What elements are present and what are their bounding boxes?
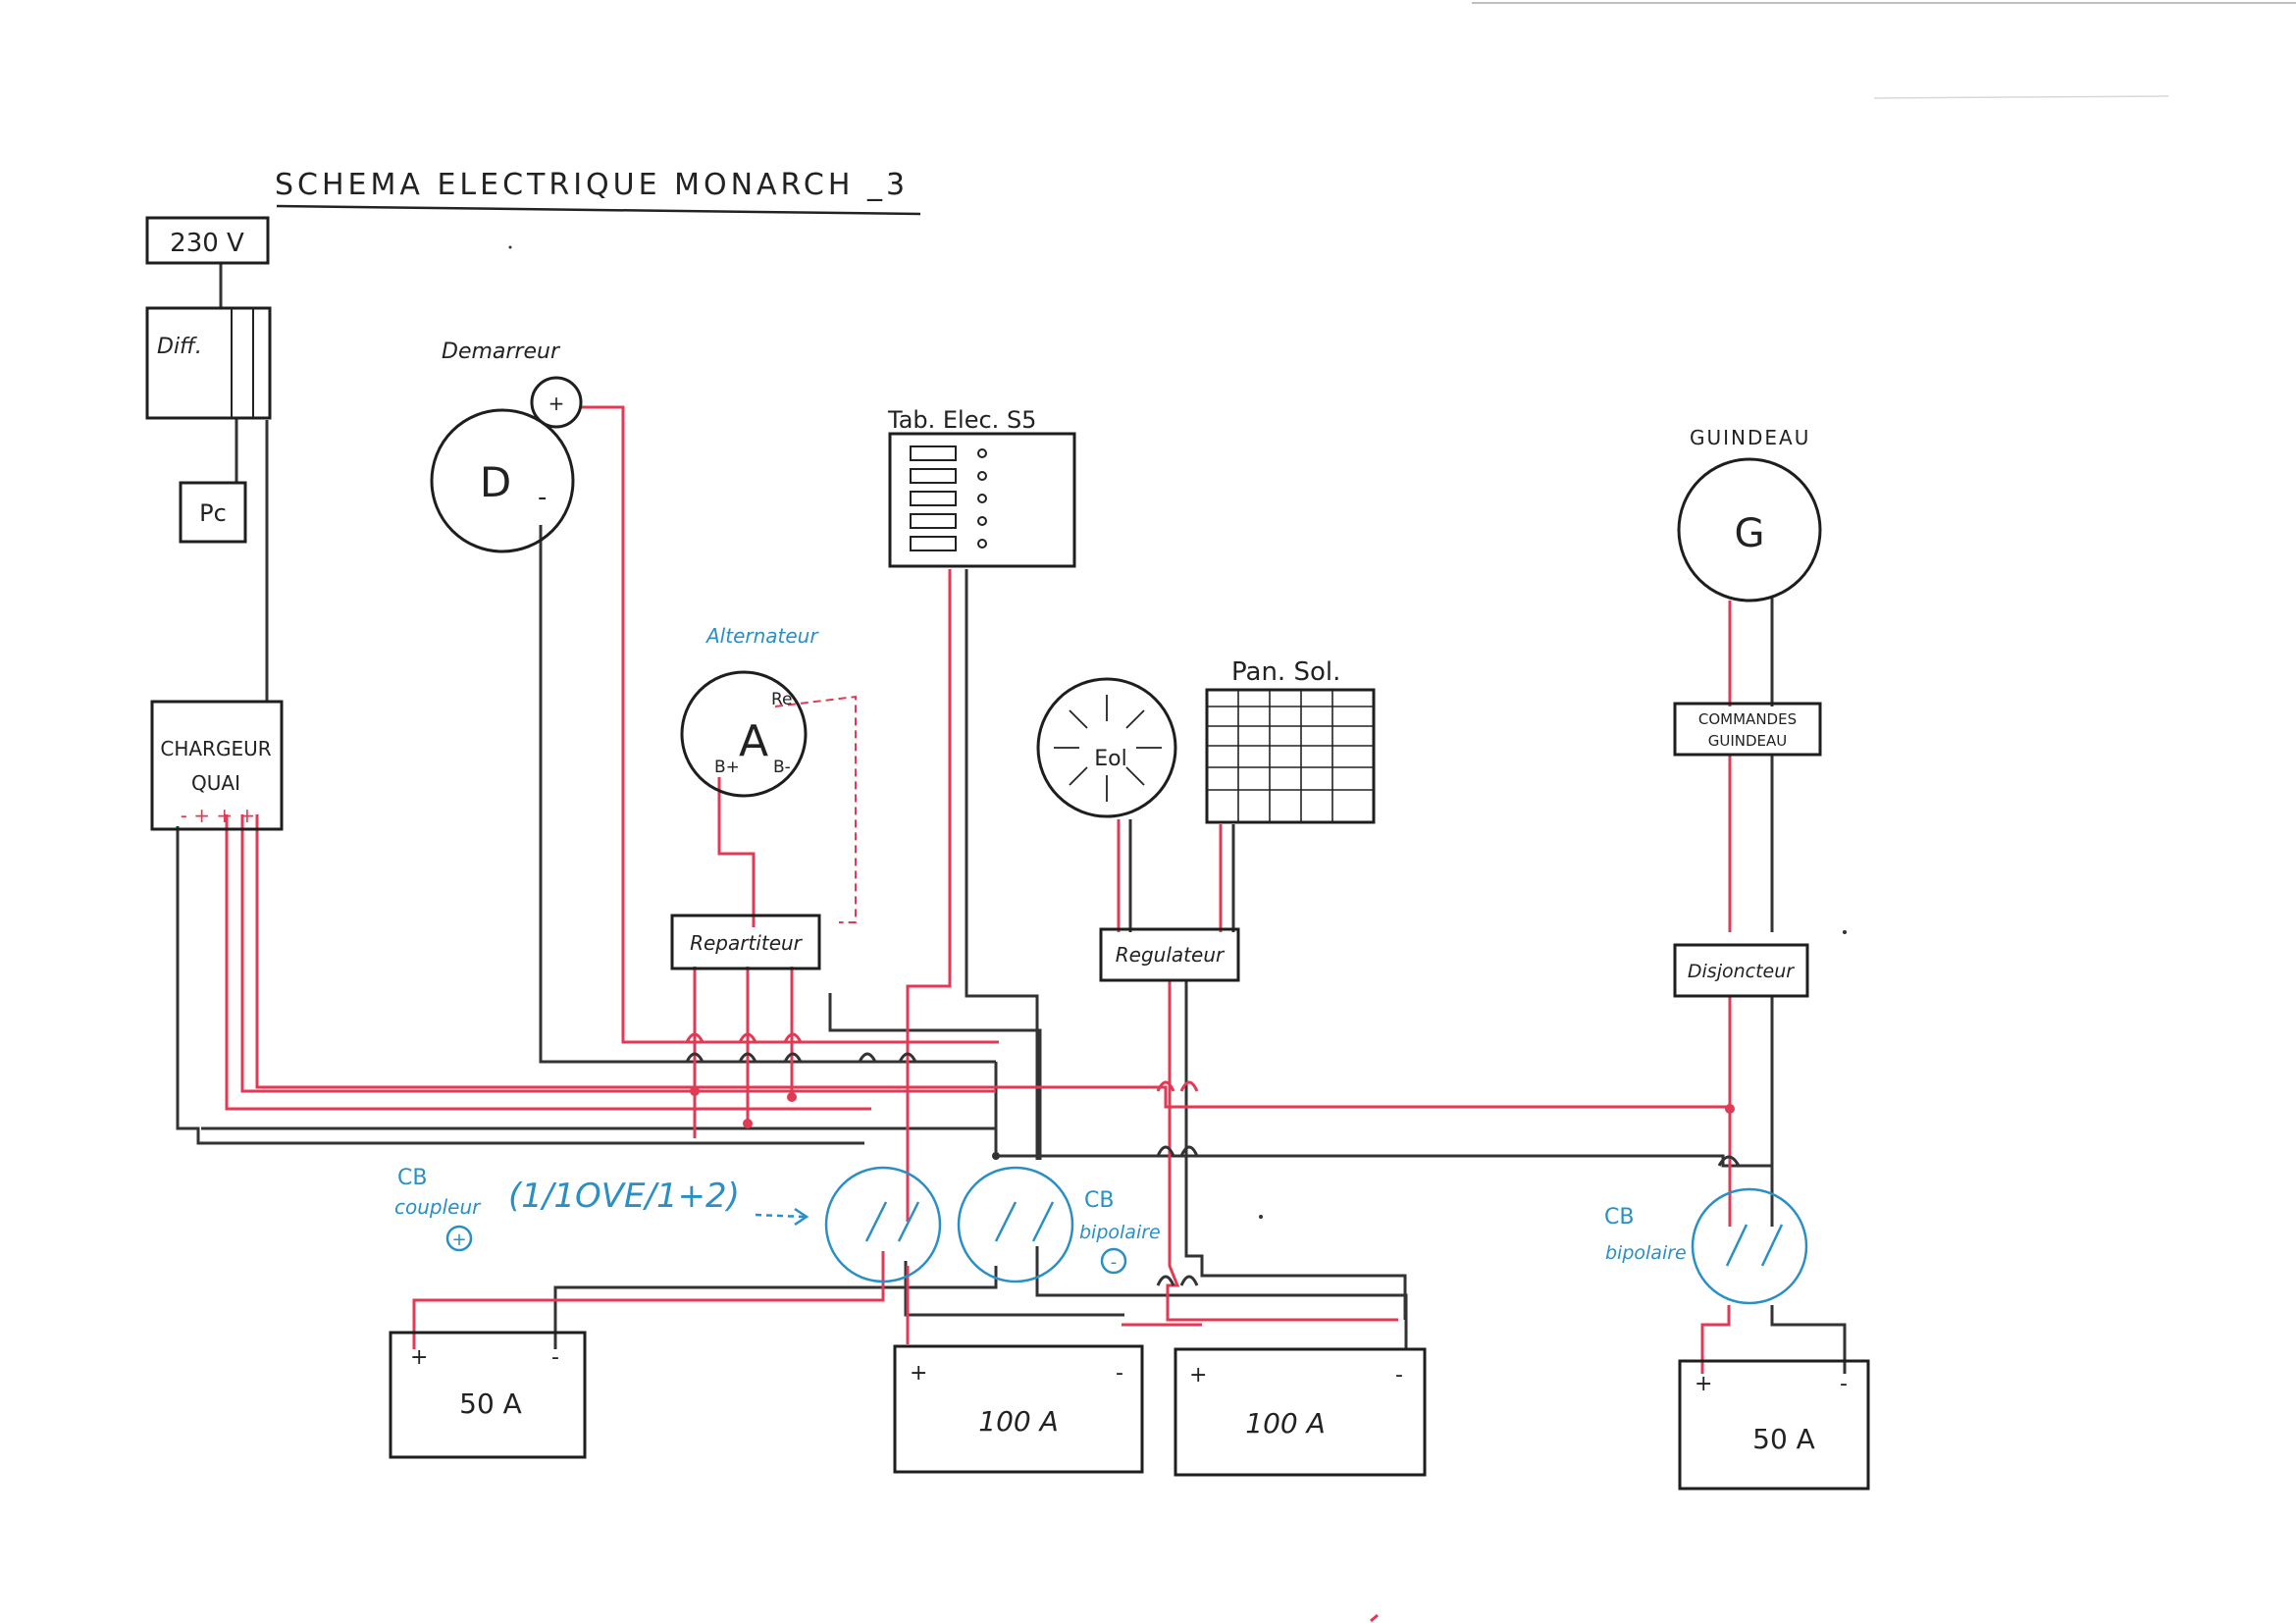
svg-text:+: + [1695,1372,1712,1396]
battery-100a-2: + - 100 A [1174,1347,1427,1477]
svg-text:Disjoncteur: Disjoncteur [1688,961,1795,982]
svg-text:B-: B- [773,758,791,777]
svg-text:-: - [1840,1372,1848,1396]
svg-text:+: + [451,1230,466,1250]
svg-text:+: + [1189,1363,1207,1387]
svg-text:100 A: 100 A [978,1405,1059,1438]
breaker-bipolar-right: CB bipolaire [1604,1187,1808,1305]
diagram-title: SCHEMA ELECTRIQUE MONARCH _3 [275,168,921,216]
panel-switches [910,445,987,551]
alternator: Alternateur A B+ B- Re [680,624,819,798]
starter-motor: Demarreur D + - [430,340,583,553]
svg-text:-: - [538,483,547,512]
svg-text:Tab. Elec. S5: Tab. Elec. S5 [887,406,1036,434]
svg-text:Alternateur: Alternateur [704,624,819,648]
svg-text:Repartiteur: Repartiteur [690,931,804,955]
wire-junctions [690,1086,1735,1160]
svg-text:G: G [1735,511,1765,556]
mains-230v: 230 V [145,216,270,265]
svg-text:+: + [910,1361,927,1386]
wind-turbine: Eol [1036,677,1177,818]
svg-text:-: - [551,1345,559,1370]
solar-panel: Pan. Sol. [1205,657,1376,824]
turbine-rays [1054,695,1162,802]
svg-text:bipolaire: bipolaire [1605,1242,1687,1264]
svg-text:Pc: Pc [199,499,227,527]
svg-text:-: - [1395,1363,1403,1387]
wires-negative [176,263,1847,1374]
svg-text:230 V: 230 V [170,229,244,258]
title-text: SCHEMA ELECTRIQUE MONARCH _3 [275,168,909,202]
power-socket-pc: Pc [179,481,247,544]
svg-text:B+: B+ [714,758,740,777]
splitter-repartiteur: Repartiteur [670,914,821,970]
svg-text:100 A: 100 A [1245,1407,1326,1440]
svg-text:- + + +: - + + + [181,804,256,827]
svg-text:D: D [480,458,511,506]
svg-text:CB: CB [397,1166,427,1190]
shore-charger: CHARGEUR QUAI - + + + [150,700,284,831]
windlass: GUINDEAU G [1677,426,1822,602]
svg-text:+: + [548,392,565,415]
svg-text:GUINDEAU: GUINDEAU [1708,732,1788,750]
breaker-coupler: CB coupleur + (1/1OVE/1+2) [394,1166,942,1283]
svg-text:CB: CB [1604,1205,1634,1230]
svg-text:A: A [739,716,768,766]
svg-text:50 A: 50 A [459,1387,522,1420]
svg-text:-: - [1111,1252,1118,1273]
breaker-bipolar-center: CB bipolaire - [957,1166,1161,1283]
svg-text:QUAI: QUAI [191,771,240,795]
battery-100a-1: + - 100 A [893,1344,1144,1474]
svg-text:Pan. Sol.: Pan. Sol. [1231,657,1340,687]
svg-text:GUINDEAU: GUINDEAU [1690,426,1810,449]
svg-text:+: + [410,1345,428,1370]
differential-breaker: Diff. [145,306,272,420]
svg-text:Diff.: Diff. [157,335,202,359]
windlass-controls: COMMANDES GUINDEAU [1673,702,1822,757]
charge-regulator: Regulateur [1099,927,1240,982]
battery-50a-right: + - 50 A [1678,1359,1870,1491]
svg-text:CB: CB [1084,1188,1114,1213]
electrical-panel: Tab. Elec. S5 [887,406,1076,568]
solar-cells-grid [1207,690,1374,822]
svg-text:Regulateur: Regulateur [1116,943,1226,967]
battery-50a-left: + - 50 A [389,1331,587,1459]
svg-text:50 A: 50 A [1752,1423,1815,1455]
svg-text:Re: Re [771,690,793,709]
svg-text:-: - [1116,1361,1123,1386]
svg-text:(1/1OVE/1+2): (1/1OVE/1+2) [508,1177,740,1216]
wire-crossovers [685,1032,1741,1286]
svg-text:Eol: Eol [1094,747,1126,771]
windlass-breaker: Disjoncteur [1673,943,1809,998]
svg-text:COMMANDES: COMMANDES [1698,710,1797,728]
svg-text:Demarreur: Demarreur [442,340,561,364]
svg-text:coupleur: coupleur [394,1195,482,1219]
svg-text:bipolaire: bipolaire [1079,1222,1161,1243]
svg-text:CHARGEUR: CHARGEUR [160,737,271,760]
